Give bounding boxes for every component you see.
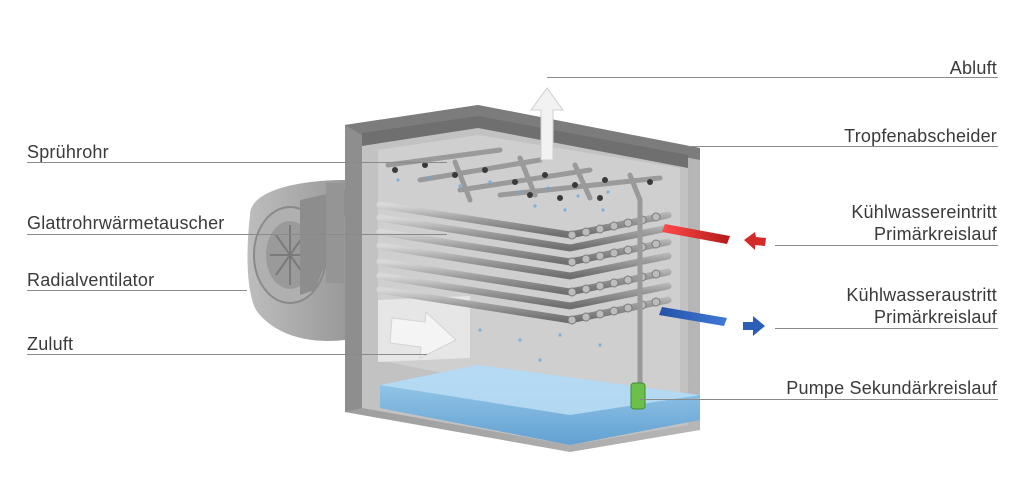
spray-pipe — [385, 147, 663, 388]
label-glattrohr: Glattrohrwärmetauscher — [27, 213, 225, 233]
fan-icon — [247, 180, 345, 341]
label-radialventilator: Radialventilator — [27, 270, 155, 290]
leader-kuehlwasser-aus — [775, 328, 998, 329]
air-out-arrow-icon — [530, 87, 564, 161]
label-pumpe: Pumpe Sekundärkreislauf — [786, 378, 997, 398]
leader-pumpe — [640, 399, 998, 400]
leader-spruehrohr — [27, 162, 447, 163]
leader-tropfenabscheider — [688, 146, 998, 147]
tube-bundle — [376, 201, 672, 325]
label-zuluft: Zuluft — [27, 334, 74, 354]
label-abluft: Abluft — [949, 58, 997, 78]
water-basin — [380, 365, 700, 445]
leader-glattrohr — [27, 234, 447, 235]
air-in-arrow-icon — [389, 310, 457, 359]
leader-radialventilator — [27, 290, 247, 291]
label-kuehlwasser-aus-2: Primärkreislauf — [873, 307, 997, 327]
label-kuehlwasser-ein-1: Kühlwassereintritt — [851, 202, 997, 222]
pump-icon — [630, 382, 646, 410]
leader-abluft — [547, 77, 998, 78]
leader-kuehlwasser-ein — [775, 245, 998, 246]
water-out-arrow-icon — [659, 307, 765, 336]
housing — [345, 105, 700, 452]
label-spruehrohr: Sprührohr — [27, 142, 109, 162]
water-in-arrow-icon — [662, 224, 766, 250]
label-kuehlwasser-ein-2: Primärkreislauf — [873, 224, 997, 244]
label-kuehlwasser-aus-1: Kühlwasseraustritt — [846, 285, 997, 305]
leader-zuluft — [27, 354, 427, 355]
label-tropfenabscheider: Tropfenabscheider — [844, 126, 997, 146]
